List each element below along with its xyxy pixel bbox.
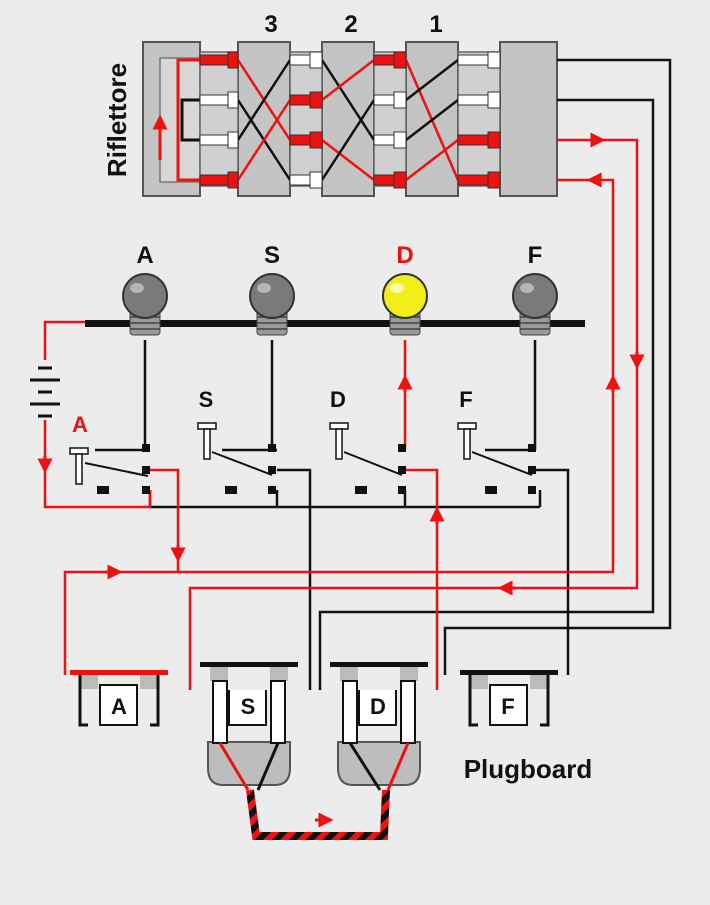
rotor-3-body <box>237 41 291 197</box>
plugboard-socket-a-label: A <box>111 694 127 719</box>
rotor-assembly: Riflettore 3 2 1 <box>102 11 558 197</box>
plugboard: A S D <box>70 662 593 840</box>
key-f[interactable]: F <box>457 387 536 494</box>
key-s[interactable]: S <box>197 387 276 494</box>
reflector-label: Riflettore <box>102 63 132 177</box>
lamp-s-bulb <box>249 273 295 319</box>
rotor-1-label: 1 <box>429 11 442 38</box>
active-path-arrows <box>37 132 645 596</box>
plugboard-socket-s-label: S <box>241 694 256 719</box>
plugboard-socket-a[interactable]: A <box>70 670 168 727</box>
lamp-d-bulb <box>382 273 428 319</box>
lamp-a-bulb <box>122 273 168 319</box>
plugboard-socket-d-label: D <box>370 694 386 719</box>
battery <box>30 360 60 420</box>
reflector-inner <box>159 57 201 183</box>
lamp-s: S <box>249 242 295 336</box>
key-d[interactable]: D <box>329 387 406 494</box>
key-d-label: D <box>330 387 346 412</box>
plugboard-title: Plugboard <box>464 754 593 784</box>
lamp-a: A <box>122 242 168 336</box>
key-a-label: A <box>72 412 88 437</box>
plugboard-socket-f-label: F <box>501 694 514 719</box>
lamp-bus-bar <box>85 320 585 327</box>
lamp-f-bulb <box>512 273 558 319</box>
lamp-a-label: A <box>136 242 153 269</box>
key-a[interactable]: A <box>69 412 150 494</box>
key-s-label: S <box>199 387 214 412</box>
lamp-d-label: D <box>396 242 413 269</box>
lamp-d: D <box>382 242 428 336</box>
plugboard-socket-s[interactable]: S <box>200 662 298 791</box>
lamp-f: F <box>512 242 558 336</box>
plugboard-socket-d[interactable]: D <box>330 662 428 791</box>
active-current-path <box>43 138 639 690</box>
rotor-2-label: 2 <box>344 11 357 38</box>
plugboard-socket-f[interactable]: F <box>460 670 558 727</box>
lamp-f-label: F <box>528 242 543 269</box>
entry-wheel-body <box>499 41 558 197</box>
rotor-contacts <box>199 51 501 189</box>
plug-cable[interactable] <box>246 789 390 840</box>
key-f-label: F <box>459 387 472 412</box>
lamp-s-label: S <box>264 242 280 269</box>
rotor-3-label: 3 <box>264 11 277 38</box>
